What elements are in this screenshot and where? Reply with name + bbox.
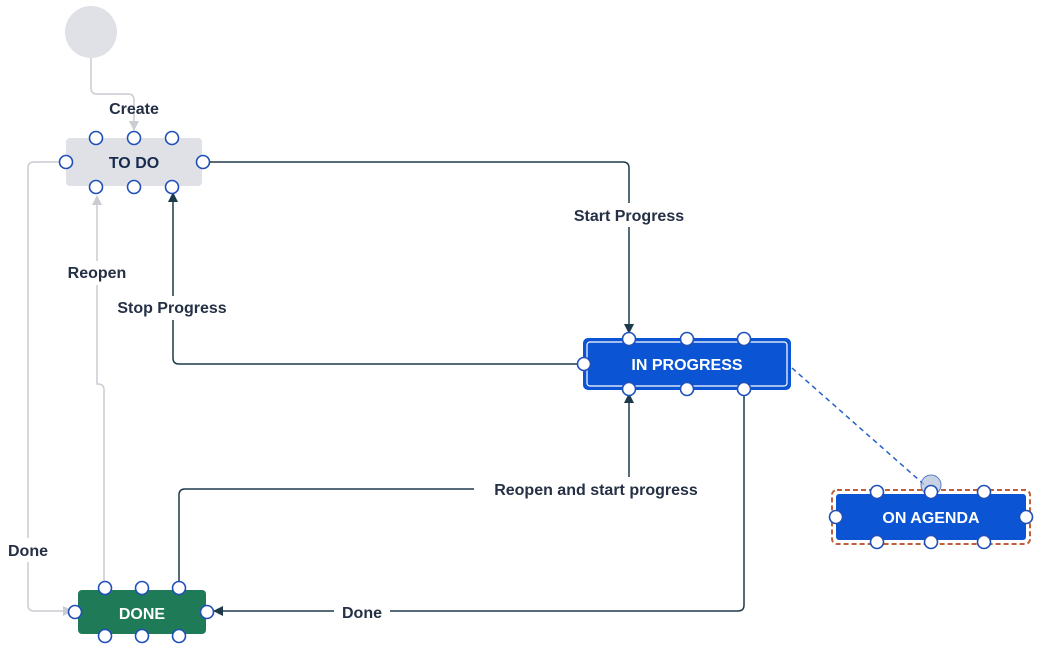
start-node[interactable] (65, 6, 117, 58)
connection-handle[interactable] (67, 604, 83, 620)
svg-text:Stop Progress: Stop Progress (117, 300, 226, 317)
label-done-left[interactable]: Done (2, 538, 56, 562)
connection-handle[interactable] (869, 484, 885, 500)
connection-handle[interactable] (923, 534, 939, 550)
connection-handle[interactable] (88, 179, 104, 195)
edge-done-left[interactable] (27, 161, 73, 616)
handles-done (67, 580, 215, 644)
connection-handle[interactable] (97, 628, 113, 644)
svg-text:TO DO: TO DO (109, 155, 159, 172)
connection-handle[interactable] (88, 130, 104, 146)
edge-reopen[interactable] (92, 195, 105, 583)
connection-handle[interactable] (679, 381, 695, 397)
svg-text:Start Progress: Start Progress (574, 208, 684, 225)
connection-handle[interactable] (164, 179, 180, 195)
connection-handle[interactable] (97, 580, 113, 596)
connection-handle[interactable] (164, 130, 180, 146)
connection-handle[interactable] (171, 580, 187, 596)
handles-on-agenda (828, 474, 1034, 550)
svg-text:Done: Done (8, 543, 48, 560)
connection-handle[interactable] (621, 331, 637, 347)
label-create[interactable]: Create (109, 101, 159, 118)
svg-text:Reopen: Reopen (68, 265, 127, 282)
connection-handle[interactable] (679, 331, 695, 347)
label-reopen[interactable]: Reopen (56, 261, 138, 285)
svg-text:Done: Done (342, 605, 382, 622)
connection-handle[interactable] (126, 130, 142, 146)
connection-handle[interactable] (976, 484, 992, 500)
label-done-bottom[interactable]: Done (334, 600, 390, 624)
connection-handle[interactable] (58, 154, 74, 170)
connection-handle[interactable] (126, 179, 142, 195)
handles-in-progress (576, 331, 752, 397)
connection-handle[interactable] (976, 534, 992, 550)
node-todo[interactable]: TO DO (66, 138, 202, 186)
edge-done-bottom[interactable] (213, 395, 745, 616)
connection-handle[interactable] (134, 628, 150, 644)
svg-text:Reopen and start progress: Reopen and start progress (494, 482, 698, 499)
connection-handle[interactable] (736, 331, 752, 347)
connection-handle[interactable] (621, 381, 637, 397)
connection-handle[interactable] (199, 604, 215, 620)
label-reopen-start[interactable]: Reopen and start progress (474, 477, 718, 501)
edge-create[interactable] (90, 58, 139, 131)
connection-handle[interactable] (576, 356, 592, 372)
edge-start-progress[interactable] (203, 161, 634, 334)
edge-agenda-link[interactable] (791, 367, 929, 489)
svg-text:ON AGENDA: ON AGENDA (882, 510, 980, 527)
svg-text:IN PROGRESS: IN PROGRESS (631, 357, 742, 374)
edge-stop-progress[interactable] (168, 192, 583, 365)
connection-handle[interactable] (195, 154, 211, 170)
connection-handle[interactable] (923, 484, 939, 500)
connection-handle[interactable] (869, 534, 885, 550)
svg-text:Create: Create (109, 101, 159, 118)
svg-text:DONE: DONE (119, 606, 166, 623)
label-stop-progress[interactable]: Stop Progress (104, 296, 240, 320)
connection-handle[interactable] (1018, 509, 1034, 525)
connection-handle[interactable] (736, 381, 752, 397)
connection-handle[interactable] (171, 628, 187, 644)
handles-todo (58, 130, 211, 195)
node-done[interactable]: DONE (78, 590, 206, 634)
label-start-progress[interactable]: Start Progress (560, 203, 698, 227)
connection-handle[interactable] (134, 580, 150, 596)
connection-handle[interactable] (828, 509, 844, 525)
